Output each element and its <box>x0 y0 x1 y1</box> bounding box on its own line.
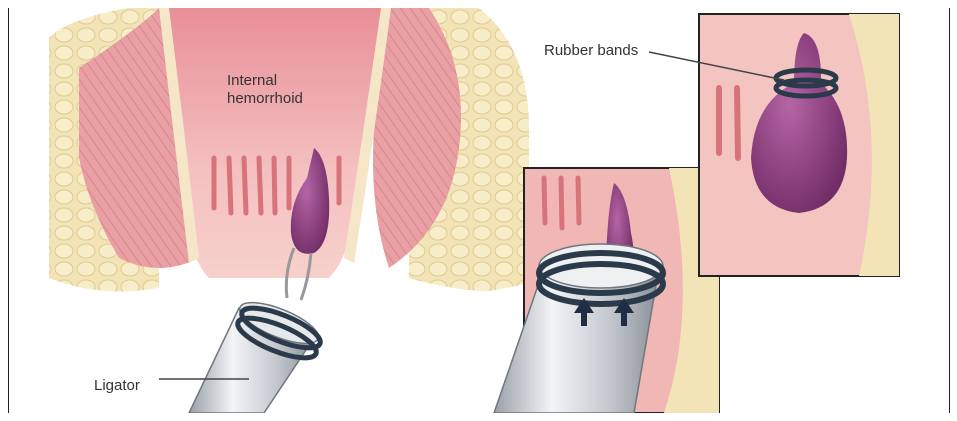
inset-banding <box>494 168 719 413</box>
right-tissue <box>373 8 529 291</box>
ligator-label: Ligator <box>94 377 140 395</box>
anatomy-illustration <box>9 8 949 413</box>
inset-banded <box>699 14 899 276</box>
illustration-frame: Internal hemorrhoid Rubber bands Ligator <box>8 8 950 413</box>
internal-hemorrhoid-label: Internal hemorrhoid <box>227 72 347 108</box>
rubber-bands-label: Rubber bands <box>544 42 638 60</box>
